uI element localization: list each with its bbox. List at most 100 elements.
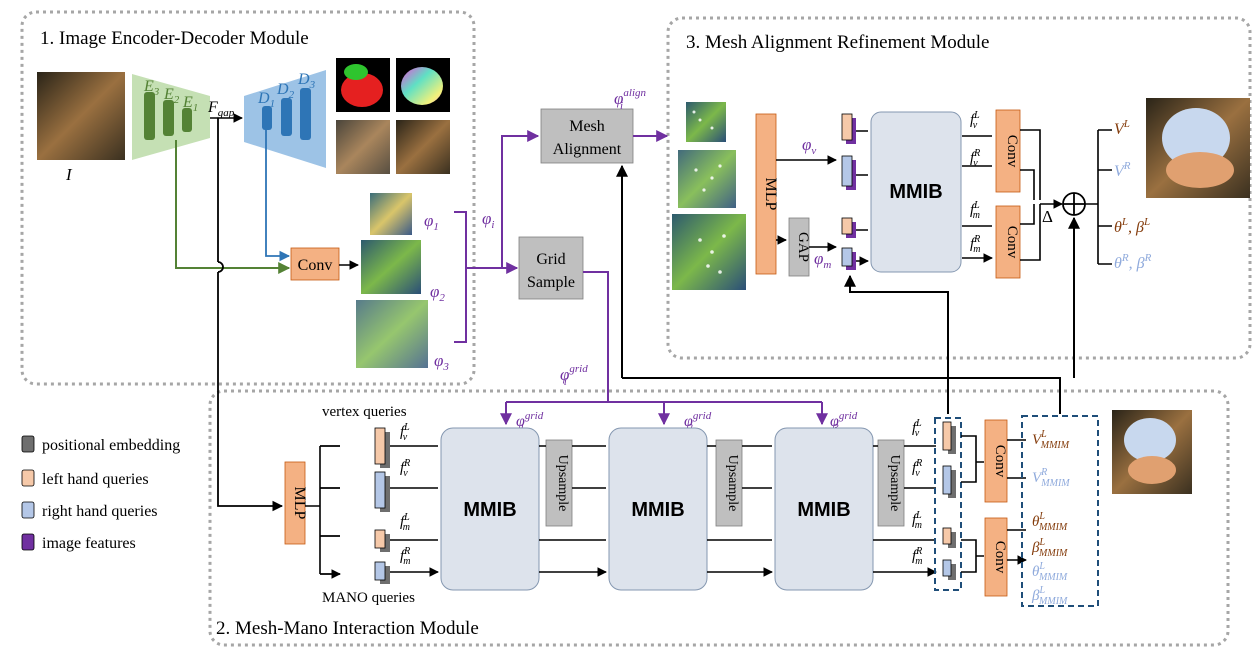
- upsample-block-3: [877, 439, 905, 527]
- m3-tokens: [841, 113, 856, 270]
- label-e2: E2: [163, 86, 180, 106]
- feature-map-phi3: [356, 300, 428, 368]
- label-d3: D3: [297, 71, 316, 91]
- texture-output-1: [336, 120, 390, 174]
- m3-sample-points: [692, 110, 726, 274]
- legend-label-right: right hand queries: [42, 503, 158, 520]
- label-phi-m: φm: [814, 249, 831, 271]
- mmib-label-1: MMIB: [463, 499, 516, 521]
- mlp-block-m2: [284, 461, 306, 545]
- module2-title: 2. Mesh-Mano Interaction Module: [216, 618, 479, 639]
- decoder-bar-d1: [262, 106, 272, 130]
- module1-title: 1. Image Encoder-Decoder Module: [40, 28, 309, 49]
- mmib-block-m3: [870, 111, 962, 273]
- conv-block-m2a: [984, 419, 1008, 503]
- label-phi-v: φv: [802, 135, 816, 157]
- feedback-line: [622, 377, 1061, 414]
- label-e1: E1: [182, 94, 198, 114]
- mlp-label-m2: MLP: [291, 487, 308, 520]
- label-phi2: φ2: [430, 282, 445, 304]
- svg-text:θR, βR: θR, βR: [1114, 252, 1152, 272]
- upsample-block-2: [715, 439, 743, 527]
- m2-output-group: [1021, 415, 1099, 607]
- input-label: I: [65, 165, 73, 184]
- svg-text:fLv: fLv: [400, 422, 410, 443]
- m3-feature-2: [678, 150, 736, 208]
- svg-text:fLv: fLv: [912, 418, 922, 439]
- purple-to-mesh: [484, 130, 540, 269]
- legend: positional embedding left hand queries r…: [21, 435, 180, 552]
- feature-map-phi2: [361, 240, 421, 294]
- fgap-to-mlp: [217, 118, 282, 506]
- legend-swatch-left: [21, 469, 35, 487]
- svg-text:fRm: fRm: [400, 546, 411, 567]
- svg-text:VR: VR: [1114, 160, 1131, 180]
- svg-text:fRv: fRv: [970, 148, 980, 169]
- upsample-block-1: [545, 439, 573, 527]
- conv-block-m2b: [984, 517, 1008, 597]
- m3-feature-1: [686, 102, 726, 142]
- conv-label-m1: Conv: [298, 257, 333, 274]
- label-phi3: φ3: [434, 351, 449, 373]
- label-d1: D1: [257, 90, 275, 110]
- conv-block-m1: [290, 247, 340, 281]
- svg-text:fRv: fRv: [912, 458, 922, 479]
- encoder-bar-e2: [163, 100, 174, 136]
- mesh-alignment-label-2: Alignment: [553, 141, 622, 158]
- m3-feature-3: [672, 214, 746, 290]
- svg-text:fRm: fRm: [912, 546, 923, 567]
- mano-queries-label: MANO queries: [322, 590, 415, 606]
- svg-text:fRv: fRv: [400, 458, 410, 479]
- plus-outputs: [1085, 129, 1112, 265]
- grid-sample-label-1: Grid: [536, 251, 565, 268]
- mlp-label-m3: MLP: [762, 178, 779, 211]
- vertex-queries-label: vertex queries: [322, 404, 407, 420]
- m2-token-group: [934, 417, 962, 591]
- label-e3: E3: [143, 78, 160, 98]
- conv-label-m2b: Conv: [992, 541, 1008, 574]
- mmib-label-m3: MMIB: [889, 181, 942, 203]
- grid-sample-label-2: Sample: [527, 274, 575, 291]
- delta-label: Δ: [1042, 207, 1053, 226]
- conv-block-m3b: [995, 205, 1021, 279]
- m3-outputs: VL VR θL, βL θR, βR: [1114, 118, 1152, 272]
- grid-sample-out: [583, 271, 609, 402]
- legend-label-image: image features: [42, 535, 136, 552]
- encoder-bar-e3: [144, 92, 155, 140]
- phi-bracket: [454, 211, 484, 343]
- input-image: [37, 72, 125, 160]
- blue-skip: [265, 130, 291, 262]
- svg-text:fLm: fLm: [970, 200, 980, 221]
- conv-label-m3a: Conv: [1004, 135, 1020, 168]
- upsample-label-3: Upsample: [887, 455, 902, 512]
- svg-text:θL, βL: θL, βL: [1114, 216, 1150, 236]
- label-d2: D2: [276, 81, 295, 101]
- m2-out-tokens: [942, 421, 956, 580]
- mmib-block-3: [774, 427, 874, 591]
- conv-label-m2a: Conv: [992, 445, 1008, 478]
- legend-swatch-right: [21, 501, 35, 519]
- gap-label: GAP: [795, 232, 811, 262]
- feature-map-phi1: [370, 193, 412, 235]
- module1-box: [20, 10, 476, 386]
- tokens-to-m3: [844, 274, 949, 414]
- upsample-label-1: Upsample: [555, 455, 570, 512]
- legend-label-left: left hand queries: [42, 471, 149, 488]
- legend-swatch-positional: [21, 435, 35, 453]
- mmib-block-1: [440, 427, 540, 591]
- conv-label-m3b: Conv: [1004, 226, 1020, 259]
- label-fgap: Fgap: [207, 99, 235, 119]
- legend-label-positional: positional embedding: [42, 437, 180, 454]
- mesh-alignment-block: [540, 108, 634, 164]
- fgap-hop: [217, 261, 224, 273]
- svg-text:fRm: fRm: [970, 234, 981, 255]
